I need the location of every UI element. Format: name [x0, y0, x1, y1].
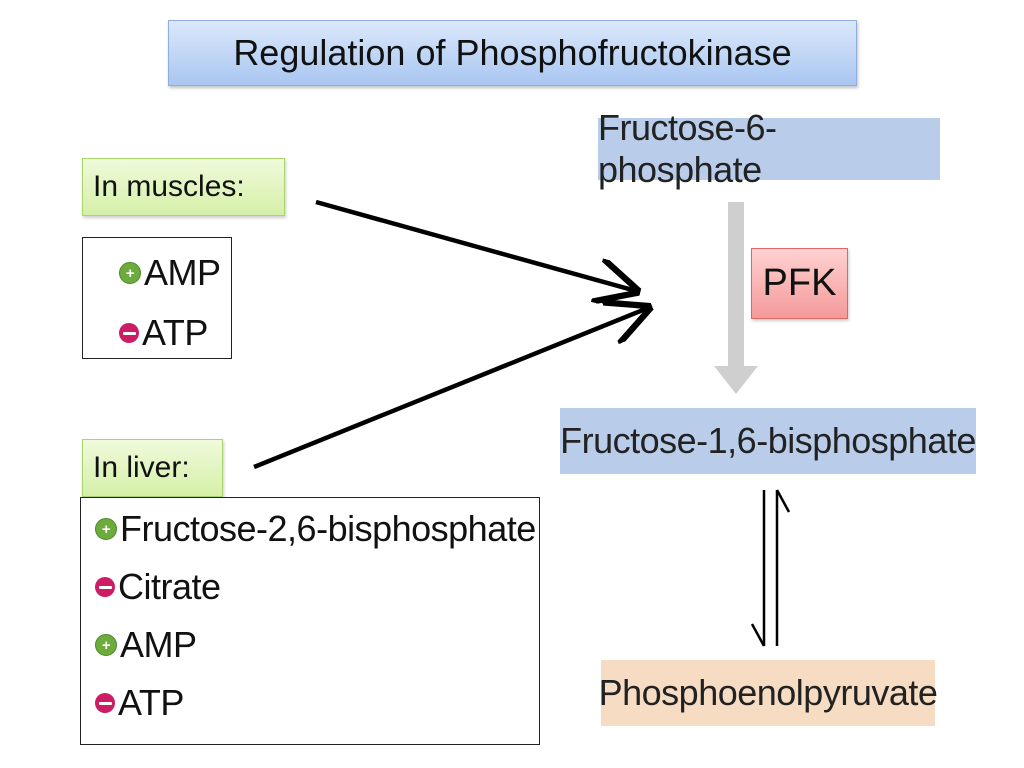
muscles-arrow: [315, 199, 636, 291]
activator-plus-icon: +: [95, 518, 117, 540]
activator-plus-icon: +: [95, 634, 117, 656]
muscles-label: In muscles:: [82, 158, 285, 216]
activator-plus-icon: +: [119, 262, 141, 284]
enzyme-pfk-label: PFK: [751, 248, 848, 319]
slide-title: Regulation of Phosphofructokinase: [168, 20, 857, 86]
liver-arrow: [253, 308, 648, 470]
liver-regulator-amp: + AMP: [95, 624, 197, 666]
reaction-arrow-head: [714, 366, 758, 394]
reaction-arrow-shaft: [728, 202, 744, 368]
regulator-name: Fructose-2,6-bisphosphate: [120, 508, 536, 549]
regulator-name: AMP: [120, 624, 197, 665]
regulator-name: ATP: [142, 312, 208, 353]
equilibrium-arrows: [750, 489, 791, 647]
muscles-regulator-atp: ATP: [119, 312, 208, 354]
inhibitor-minus-icon: [95, 577, 115, 597]
muscles-regulator-amp: + AMP: [119, 252, 221, 294]
muscles-regulators-box: + AMP ATP: [82, 237, 232, 359]
regulator-name: Citrate: [118, 566, 221, 607]
inhibitor-minus-icon: [119, 323, 139, 343]
downstream-phosphoenolpyruvate: Phosphoenolpyruvate: [599, 660, 938, 726]
liver-label: In liver:: [82, 439, 223, 497]
liver-regulator-atp: ATP: [95, 682, 184, 724]
regulator-name: AMP: [144, 252, 221, 293]
liver-regulator-f26bp: + Fructose-2,6-bisphosphate: [95, 508, 536, 550]
liver-regulator-citrate: Citrate: [95, 566, 221, 608]
regulator-name: ATP: [118, 682, 184, 723]
product-fructose-1-6-bisphosphate: Fructose-1,6-bisphosphate: [560, 408, 976, 474]
liver-regulators-box: + Fructose-2,6-bisphosphate Citrate + AM…: [80, 497, 540, 745]
substrate-fructose-6-phosphate: Fructose-6-phosphate: [598, 107, 940, 190]
inhibitor-minus-icon: [95, 693, 115, 713]
